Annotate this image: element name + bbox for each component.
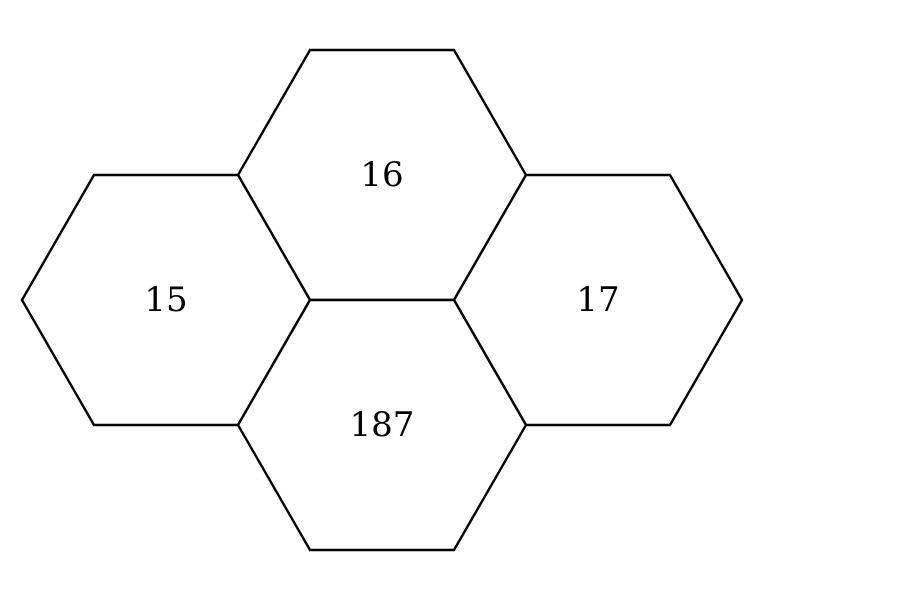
hexagon-right-label: 17 — [576, 280, 619, 320]
hexagon-bottom — [236, 298, 528, 552]
hexagon-top-label: 16 — [360, 155, 403, 195]
hex-cell-bottom: 187 — [236, 298, 528, 552]
hexagon-bottom-label: 187 — [350, 405, 415, 445]
hex-cell-left: 15 — [20, 173, 312, 427]
hexagon-left-label: 15 — [144, 280, 187, 320]
